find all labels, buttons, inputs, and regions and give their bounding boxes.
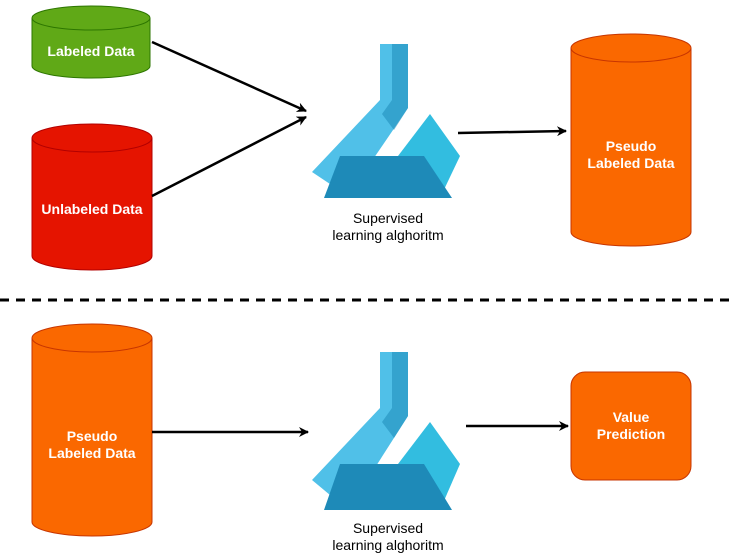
- bottom-algorithm-label: Supervised learning alghoritm: [300, 520, 476, 554]
- top-pseudo-label-line1: Pseudo: [605, 138, 657, 154]
- bottom-pseudo-labeled-cylinder: [31, 323, 153, 537]
- top-algorithm-label: Supervised learning alghoritm: [300, 210, 476, 244]
- value-prediction-label-line2: Prediction: [596, 426, 666, 442]
- unlabeled-data-cylinder: [31, 123, 153, 271]
- top-pseudo-label: Pseudo Labeled Data: [571, 138, 691, 172]
- labeled-data-label: Labeled Data: [47, 43, 135, 59]
- flask-icon: [312, 44, 460, 198]
- bottom-pseudo-label: Pseudo Labeled Data: [32, 428, 152, 462]
- bottom-pseudo-label-line2: Labeled Data: [48, 445, 136, 461]
- flask-icon: [312, 352, 460, 510]
- top-algorithm-label-line2: learning alghoritm: [332, 227, 444, 243]
- arrow-algorithm-to-pseudo: [457, 126, 567, 137]
- arrow-labeled-to-algorithm: [151, 40, 307, 113]
- bottom-pseudo-label-line1: Pseudo: [66, 428, 118, 444]
- top-pseudo-labeled-cylinder: [570, 33, 692, 247]
- top-pseudo-label-line2: Labeled Data: [587, 155, 675, 171]
- top-algorithm-label-line1: Supervised: [352, 210, 424, 226]
- value-prediction-label-line1: Value: [612, 409, 650, 425]
- labeled-data-cylinder: [31, 5, 151, 79]
- value-prediction-label: Value Prediction: [571, 409, 691, 443]
- bottom-algorithm-label-line1: Supervised: [352, 520, 424, 536]
- value-prediction-box: [570, 371, 692, 481]
- arrow-unlabeled-to-algorithm: [151, 115, 307, 198]
- unlabeled-data-label: Unlabeled Data: [41, 201, 143, 217]
- bottom-algorithm-label-line2: learning alghoritm: [332, 537, 444, 553]
